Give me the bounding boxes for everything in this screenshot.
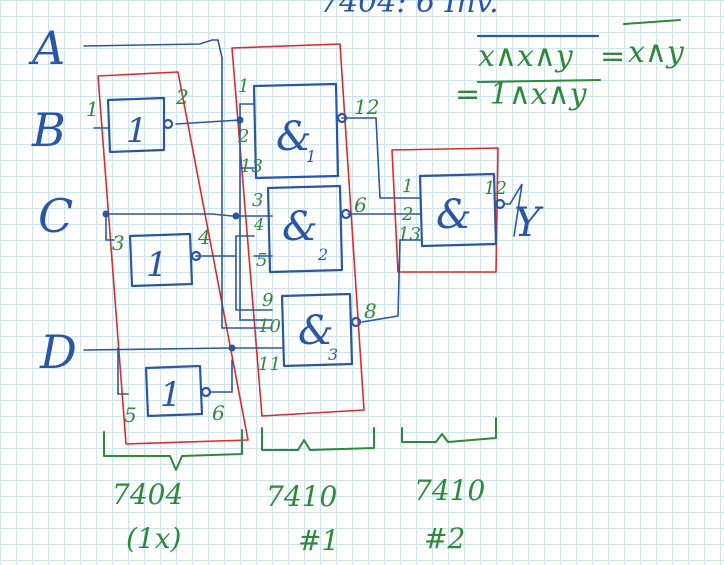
wire-d [83,347,283,395]
pin-label: 12 [484,178,507,199]
pin-label: 9 [262,290,273,311]
wire-d-not [209,359,233,393]
chip-inverter-count-note: 7404: 6 Inv. [320,0,499,20]
pin-label: 13 [240,156,263,177]
pin-label: 11 [258,354,281,375]
nand-bubble [336,112,348,124]
pin-label: 6 [212,401,225,425]
wire-c-not [195,235,273,311]
wire-a [83,39,273,329]
input-label-a: A [28,21,65,75]
pin-label: 5 [256,250,267,271]
chip-note: #2 [424,522,465,555]
pin-label: 4 [253,215,264,234]
pin-label: 8 [364,299,377,323]
inverter-bubble [190,250,202,262]
junction-dot [102,210,110,218]
nand-box [252,82,340,180]
pin-label: 3 [252,190,263,211]
junction-dot [228,344,236,352]
nand-index: 1 [306,147,316,166]
chip-outline-7410-2 [391,147,499,273]
inverter-symbol: 1 [126,111,148,151]
output-label-y: Y [514,200,544,246]
inverter-bubble [162,118,174,130]
negation-bar [623,19,681,25]
equation-left-term: x∧x∧y [478,39,574,74]
pin-label: 12 [354,95,379,119]
nand-bubble [494,198,506,210]
pin-label: 1 [402,176,413,197]
equation-equals: = [600,39,625,74]
brace-7404 [103,429,243,471]
inverter-symbol: 1 [146,245,168,285]
pin-label: 10 [258,316,281,337]
pin-label: 2 [401,204,413,225]
input-label-d: D [39,325,77,379]
pin-label: 1 [238,76,249,97]
nand-box [266,184,344,274]
pin-label: 1 [86,97,99,121]
chip-label: 7404 [112,478,183,511]
pin-label: 2 [237,126,249,147]
negation-bar [477,79,601,83]
input-label-c: C [38,189,73,243]
equation-second-line: = 1∧x∧y [455,77,588,112]
wire-c [103,213,273,241]
nand-symbol: & [282,204,318,250]
inverter-3: 1 5 6 [124,364,225,427]
inverter-box [128,232,194,288]
input-label-b: B [31,103,66,157]
inverter-2: 1 3 4 [112,225,211,288]
nand-symbol: & [298,308,334,354]
nand-gate-2: & 2 3 4 5 6 [252,184,367,274]
chip-note: (1x) [126,522,181,555]
nand-bubble [340,208,352,220]
nand-symbol: & [436,192,472,238]
pin-label: 4 [197,225,211,249]
wire-nand1-out [341,117,421,199]
nand-bubble [350,316,362,328]
chip-outline-7410-1 [231,43,365,417]
equation-right-term: x∧y [628,35,685,70]
nand-gate-3: & 3 9 10 11 8 [258,290,377,375]
pin-label: 13 [398,224,421,245]
nand-box [418,172,498,248]
nand-index: 3 [328,345,338,364]
brace-7410-1 [261,427,375,451]
inverter-box [106,96,166,154]
chip-note: #1 [298,524,339,557]
chip-label: 7410 [414,474,485,507]
chip-label: 7410 [266,480,337,513]
nand-index: 2 [317,245,328,264]
wire-b-not [175,103,273,321]
nand-gate-1: & 1 1 2 13 12 [237,76,379,180]
brace-7410-2 [401,417,497,443]
chip-outline-7404 [97,71,249,445]
junction-dot [236,116,244,124]
wire-nand3-out [361,239,421,323]
pin-label: 2 [175,85,189,109]
inverter-bubble [200,386,212,398]
nand-box [280,292,354,368]
pin-label: 6 [354,193,367,217]
nand-symbol: & [276,114,312,160]
inverter-symbol: 1 [160,375,182,415]
inverter-box [144,364,204,418]
inverter-1: 1 1 2 [86,85,189,154]
junction-dot [232,212,240,220]
nand-gate-4: & 1 2 13 12 [398,172,507,248]
pin-label: 5 [124,403,137,427]
wire-output [503,183,523,237]
pin-label: 3 [112,231,125,255]
